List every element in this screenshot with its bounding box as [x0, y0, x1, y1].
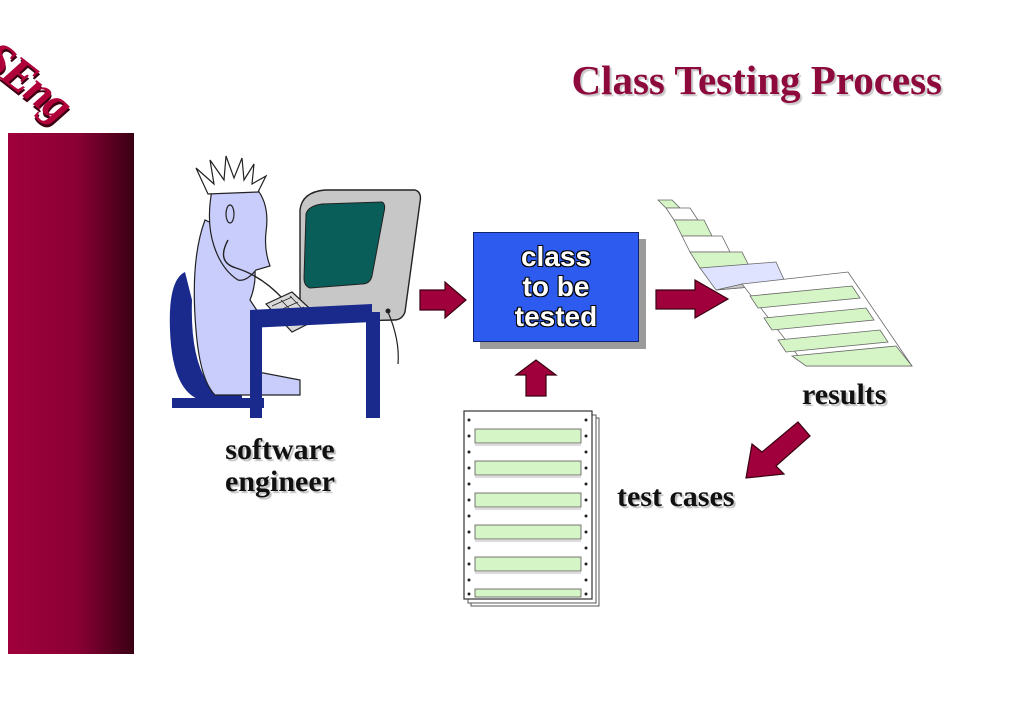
results-label: results [802, 378, 887, 411]
class-box-line-2: to be [522, 271, 590, 302]
software-engineer-label-line-1: software [225, 433, 335, 466]
test-cases-stack-icon [463, 410, 600, 607]
class-under-test-box: class to be tested [473, 232, 639, 342]
arrow-right-icon [419, 280, 467, 320]
class-box-line-1: class [520, 241, 592, 272]
results-printout-icon [657, 199, 913, 367]
arrow-up-icon [514, 359, 558, 397]
arrow-down-left-icon [745, 421, 811, 479]
class-box-line-3: tested [514, 301, 598, 332]
software-engineer-label-line-2: engineer [225, 465, 335, 498]
test-cases-label: test cases [617, 480, 735, 513]
arrow-right-icon [655, 278, 730, 320]
decorative-side-bar [8, 133, 134, 654]
engineer-at-computer-icon [169, 155, 422, 418]
software-engineer-label: software engineer [200, 434, 360, 498]
slide-title: Class Testing Process [571, 57, 942, 103]
